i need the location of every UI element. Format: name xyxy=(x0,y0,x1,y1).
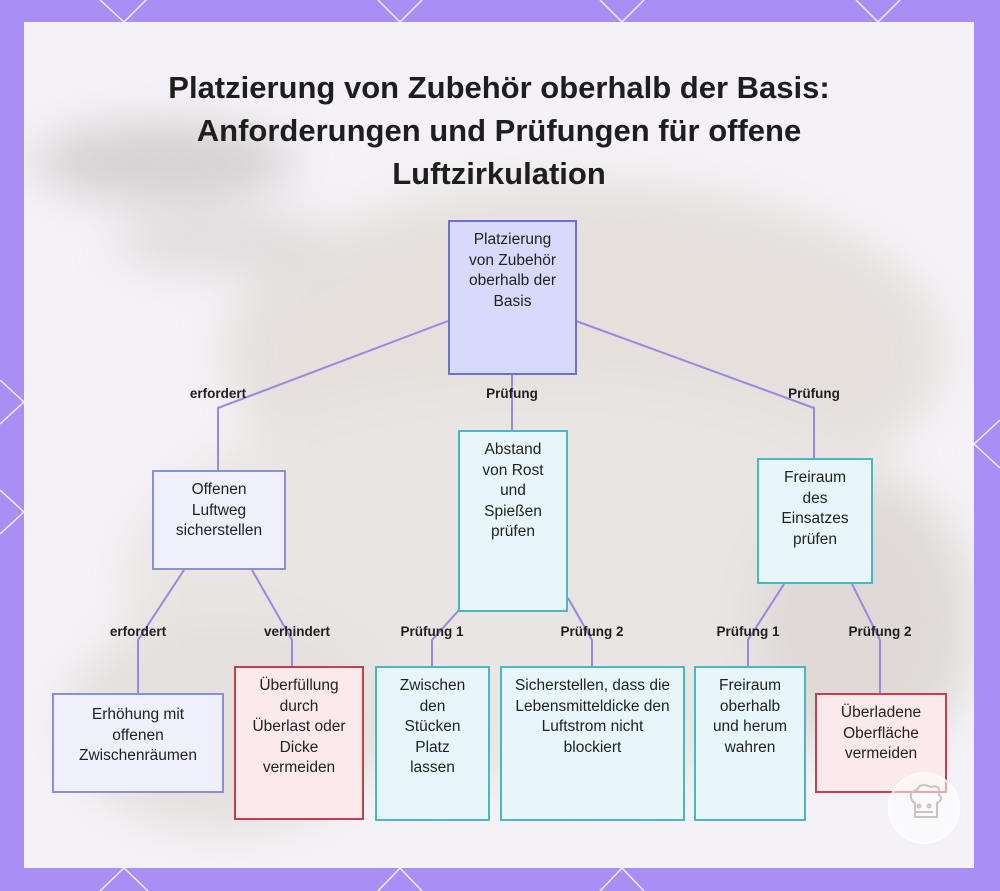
node-open-airway: Offenen Luftweg sicherstellen xyxy=(152,470,286,570)
edge-label-distance-2: Prüfung 2 xyxy=(560,624,624,639)
diagram-panel: Platzierung von Zubehör oberhalb der Bas… xyxy=(24,22,974,868)
node-insert-clearance: Freiraum des Einsatzes prüfen xyxy=(757,458,873,584)
edge-label-insert-1: Prüfung 1 xyxy=(716,624,780,639)
page-title: Platzierung von Zubehör oberhalb der Bas… xyxy=(168,70,830,191)
chef-hat-logo-icon xyxy=(888,772,960,844)
connector-lines xyxy=(137,320,881,693)
node-elevation: Erhöhung mit offenen Zwischenräumen xyxy=(52,693,224,793)
edge-label-root-left: erfordert xyxy=(189,386,247,401)
node-root: Platzierung von Zubehör oberhalb der Bas… xyxy=(448,220,577,375)
node-food-thickness: Sicherstellen, dass die Lebensmitteldick… xyxy=(500,666,685,821)
node-space-between: Zwischen den Stücken Platz lassen xyxy=(375,666,490,821)
edge-label-root-right: Prüfung xyxy=(788,386,840,401)
node-distance-check: Abstand von Rost und Spießen prüfen xyxy=(458,430,568,612)
edge-label-root-mid: Prüfung xyxy=(486,386,538,401)
edge-label-insert-2: Prüfung 2 xyxy=(848,624,912,639)
edge-label-open-left: erfordert xyxy=(109,624,167,639)
node-keep-clearance: Freiraum oberhalb und herum wahren xyxy=(694,666,806,821)
edge-label-open-right: verhindert xyxy=(263,624,331,639)
node-avoid-overfill: Überfüllung durch Überlast oder Dicke ve… xyxy=(234,666,364,820)
edge-label-distance-1: Prüfung 1 xyxy=(400,624,464,639)
